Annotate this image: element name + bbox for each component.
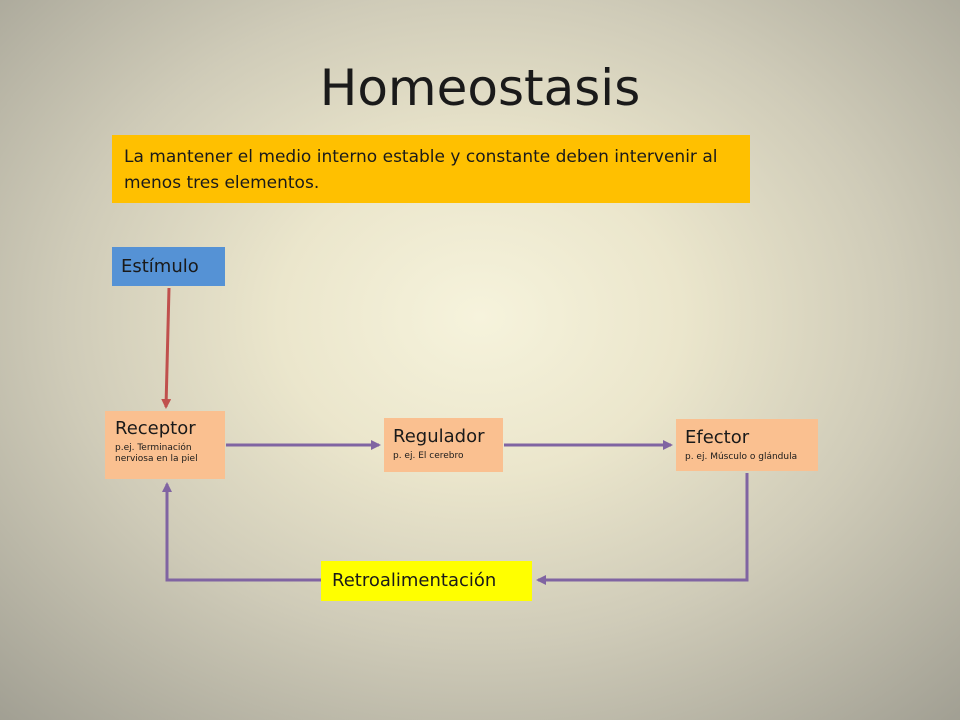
receptor-label: Receptor — [115, 418, 196, 439]
regulador-node: Regulador p. ej. El cerebro — [384, 418, 503, 472]
page-title: Homeostasis — [319, 59, 641, 117]
regulador-label: Regulador — [393, 426, 485, 447]
regulador-detail: p. ej. El cerebro — [393, 451, 464, 461]
estimulo-label: Estímulo — [121, 256, 199, 277]
arrow-estimulo-receptor — [161, 287, 172, 409]
estimulo-node: Estímulo — [112, 247, 225, 286]
retroalimentacion-label: Retroalimentación — [332, 570, 497, 591]
arrow-efector-retroalimentacion — [536, 473, 749, 585]
receptor-node: Receptor p.ej. Terminación nerviosa en l… — [105, 411, 225, 479]
efector-detail: p. ej. Músculo o glándula — [685, 452, 798, 462]
intro-note: La mantener el medio interno estable y c… — [112, 135, 750, 203]
efector-label: Efector — [685, 427, 750, 448]
efector-node: Efector p. ej. Músculo o glándula — [676, 419, 818, 471]
arrow-retroalimentacion-receptor — [162, 482, 321, 582]
receptor-detail: p.ej. Terminación nerviosa en la piel — [115, 443, 198, 464]
retroalimentacion-node: Retroalimentación — [321, 561, 532, 601]
